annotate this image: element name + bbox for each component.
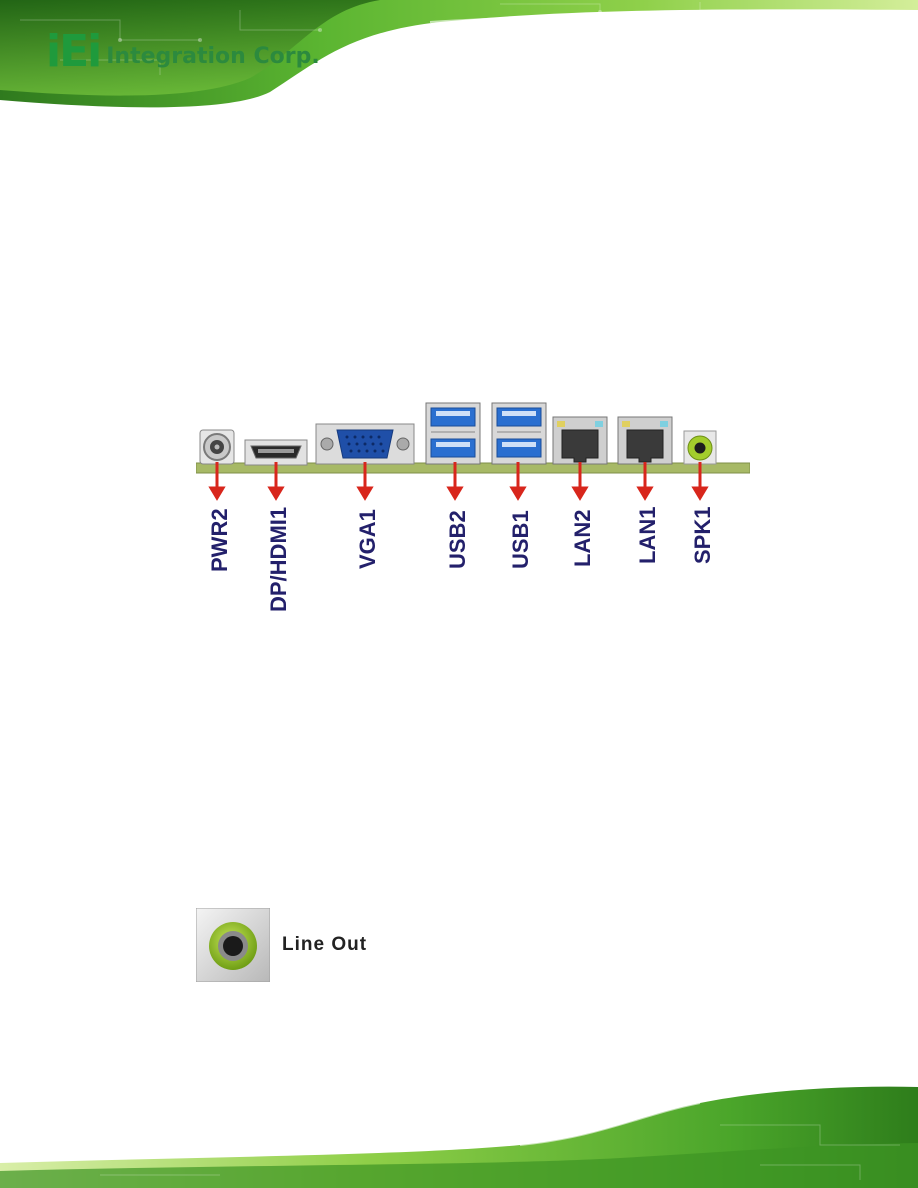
lan2-port-icon [552,416,608,465]
logo-mark: iEi [46,26,102,77]
label-usb1: USB1 [508,510,533,569]
label-vga1: VGA1 [355,509,380,569]
vga-port-icon [315,423,415,465]
label-pwr2: PWR2 [207,508,232,572]
line-out-jack-icon [196,908,270,982]
rear-io-panel [196,402,750,474]
label-spk1: SPK1 [690,506,715,564]
company-logo: iEi Integration Corp. [46,26,320,77]
speaker-jack-icon [683,430,717,465]
line-out-label: Line Out [282,934,368,955]
lan1-port-icon [617,416,673,465]
footer-banner [0,1086,918,1188]
logo-text: Integration Corp. [106,44,320,69]
label-lan1: LAN1 [635,506,660,564]
label-dp-hdmi1: DP/HDMI1 [266,506,291,612]
label-lan2: LAN2 [570,509,595,567]
header-banner [0,0,918,108]
usb2-port-icon [425,402,481,465]
label-usb2: USB2 [445,510,470,569]
pointer-arrows [208,462,709,501]
hdmi-port-icon [244,439,308,466]
usb1-port-icon [491,402,547,465]
power-jack-icon [199,429,235,465]
